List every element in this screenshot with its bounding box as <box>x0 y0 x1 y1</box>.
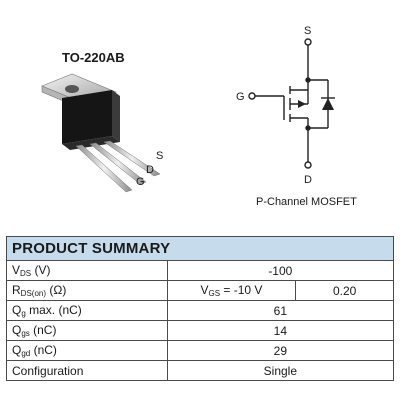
table-row-qgs: Qgs (nC) 14 <box>6 320 395 341</box>
param-value: Single <box>166 360 395 381</box>
drain-label: D <box>304 174 312 186</box>
param-label: Qgd (nC) <box>6 340 168 361</box>
param-value: 0.20 <box>295 280 394 301</box>
table-header-row: PRODUCT SUMMARY <box>6 236 394 261</box>
param-value: 29 <box>166 340 395 361</box>
param-value: -100 <box>166 260 395 281</box>
param-value: 14 <box>166 320 395 341</box>
mosfet-caption: P-Channel MOSFET <box>256 196 357 208</box>
param-condition: VGS = -10 V <box>166 280 297 301</box>
pin-label-s: S <box>156 150 164 162</box>
param-label: Qgs (nC) <box>6 320 168 341</box>
pin-label-g: G <box>136 176 145 188</box>
table-row-qgd: Qgd (nC) 29 <box>6 340 395 361</box>
table-title: PRODUCT SUMMARY <box>6 236 394 261</box>
param-label: Qg max. (nC) <box>6 300 168 321</box>
product-summary-table: PRODUCT SUMMARY VDS (V) -100 RDS(on) (Ω)… <box>6 236 395 381</box>
pin-label-d: D <box>146 164 154 176</box>
gate-label: G <box>236 91 245 103</box>
table-row-rds: RDS(on) (Ω) VGS = -10 V 0.20 <box>6 280 394 301</box>
table-row-vds: VDS (V) -100 <box>6 260 395 281</box>
source-label: S <box>304 25 311 37</box>
param-label: RDS(on) (Ω) <box>6 280 168 301</box>
p-channel-mosfet-symbol: S G D <box>236 25 335 186</box>
table-row-configuration: Configuration Single <box>6 360 395 381</box>
param-label: Configuration <box>6 360 168 381</box>
param-label: VDS (V) <box>6 260 168 281</box>
param-value: 61 <box>166 300 395 321</box>
table-row-qg: Qg max. (nC) 61 <box>6 300 395 321</box>
package-title: TO-220AB <box>62 50 125 65</box>
to220-package-image <box>41 73 161 193</box>
